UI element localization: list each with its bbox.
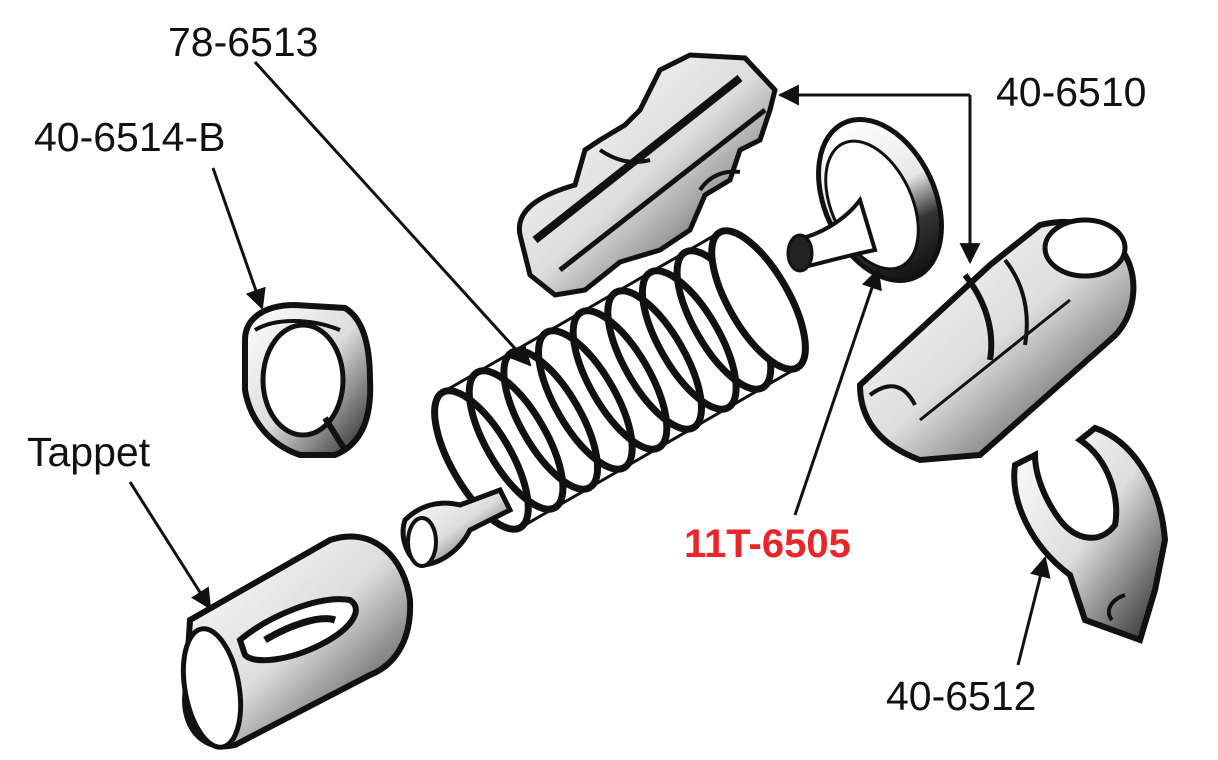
label-tappet: Tappet bbox=[27, 429, 151, 475]
label-40-6514-b: 40-6514-B bbox=[34, 114, 226, 160]
arrow-40-6514-b bbox=[211, 167, 266, 310]
leader-arrows bbox=[128, 60, 1051, 666]
valve-head-part bbox=[786, 117, 944, 283]
keeper-part bbox=[242, 301, 374, 458]
valve-guide-part bbox=[856, 217, 1137, 464]
tappet-part bbox=[180, 533, 414, 750]
rocker-stem-part bbox=[516, 52, 778, 298]
arrow-78-6513 bbox=[253, 60, 532, 367]
label-11t-6505: 11T-6505 bbox=[684, 522, 851, 566]
arrow-tappet bbox=[128, 481, 212, 610]
arrow-11t-6505 bbox=[793, 268, 882, 516]
label-40-6510: 40-6510 bbox=[996, 69, 1147, 115]
label-78-6513: 78-6513 bbox=[168, 19, 319, 65]
valve-spring-part bbox=[400, 227, 809, 568]
label-40-6512: 40-6512 bbox=[886, 673, 1037, 719]
clip-part bbox=[1011, 424, 1169, 644]
arrow-40-6512 bbox=[1016, 555, 1051, 666]
